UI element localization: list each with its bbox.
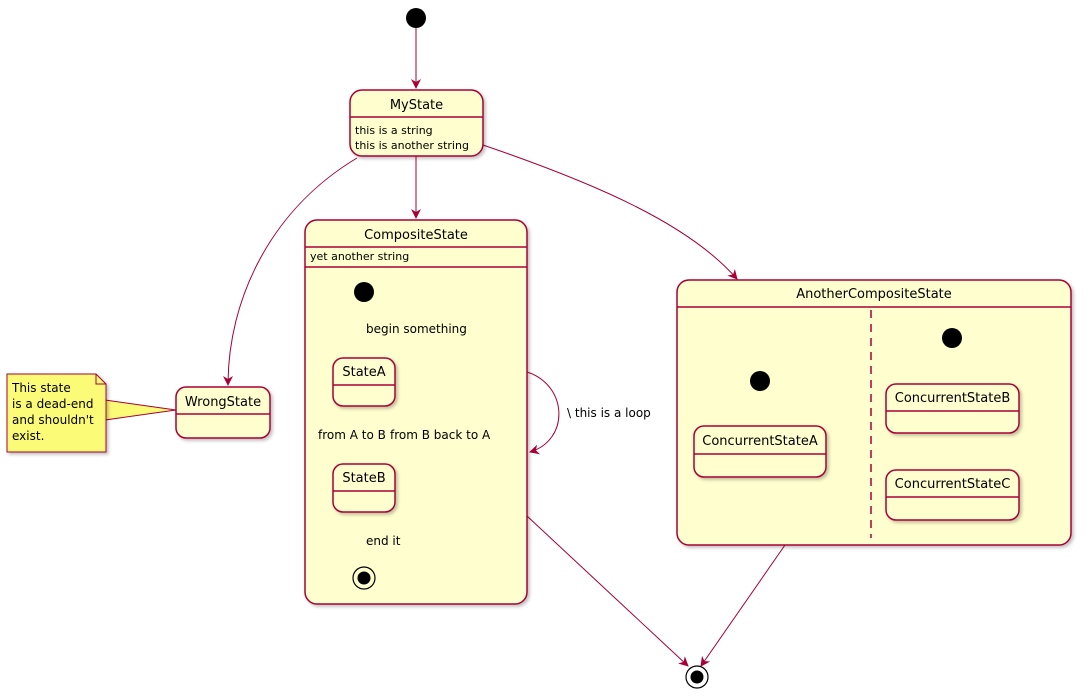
note-body [6,373,107,453]
note-fold [95,374,106,385]
concurrentstateb-title: ConcurrentStateB [895,391,1011,406]
anothercompositestate-title: AnotherCompositeState [796,287,952,302]
concurrentstatea-box [693,425,827,478]
wrongstate-box [175,386,271,439]
pseudostates [406,8,709,689]
mystate-box [349,89,484,157]
edge-compositestate-to-end [526,515,689,667]
concurrentstatea-title: ConcurrentStateA [702,434,818,449]
edge-mystate-to-wrongstate [223,157,358,386]
label-end-it: end it [366,534,401,548]
stateb-title: StateB [342,471,385,486]
note-dead-end[interactable]: This state is a dead-end and shouldn't e… [6,373,177,453]
note-line-2: is a dead-end [12,397,93,411]
state-stateb[interactable]: StateB [332,463,396,513]
concurrent-b-initial-node [942,328,962,348]
concurrentstatec-title: ConcurrentStateC [895,477,1011,492]
note-connector [104,399,177,421]
concurrentstateb-box [885,383,1020,434]
state-statea[interactable]: StateA [332,357,396,407]
label-loop: \ this is a loop [567,406,651,420]
note-line-4: exist. [12,429,44,443]
edge-compositestate-self-loop [526,371,560,455]
compositestate-description: yet another string [310,250,409,263]
concurrent-a-initial-node [750,371,770,391]
label-from-b-back-to-a: from B back to A [390,428,491,442]
statea-box [332,357,396,407]
note-line-1: This state [11,381,71,395]
statea-title: StateA [342,365,385,380]
composite-final-node-inner [357,571,371,585]
state-wrongstate[interactable]: WrongState [175,386,271,439]
wrongstate-title: WrongState [185,395,261,410]
mystate-title: MyState [390,98,443,113]
initial-node [406,8,426,28]
state-compositestate[interactable]: CompositeState yet another string StateA… [304,219,528,605]
edge-labels: begin something from A to B from B back … [318,322,651,548]
concurrentstatec-box [885,469,1020,521]
composite-final-node-outer [352,566,376,590]
mystate-line-2: this is another string [355,139,469,152]
state-anothercompositestate[interactable]: AnotherCompositeState ConcurrentStateA C… [676,279,1072,546]
label-begin-something: begin something [366,322,467,336]
state-mystate[interactable]: MyState this is a string this is another… [349,89,484,157]
compositestate-box [304,219,528,605]
note-line-3: and shouldn't [12,413,94,427]
final-node-inner [690,670,704,684]
state-concurrentstatea[interactable]: ConcurrentStateA [693,425,827,478]
state-concurrentstatec[interactable]: ConcurrentStateC [885,469,1020,521]
mystate-line-1: this is a string [355,124,433,137]
label-from-a-to-b: from A to B [318,428,386,442]
stateb-box [332,463,396,513]
edge-mystate-to-anothercompositestate [482,144,738,280]
final-node-outer [685,665,709,689]
state-concurrentstateb[interactable]: ConcurrentStateB [885,383,1020,434]
composite-initial-node [354,282,374,302]
edge-anothercompositestate-to-end [700,544,786,667]
compositestate-title: CompositeState [364,228,468,243]
